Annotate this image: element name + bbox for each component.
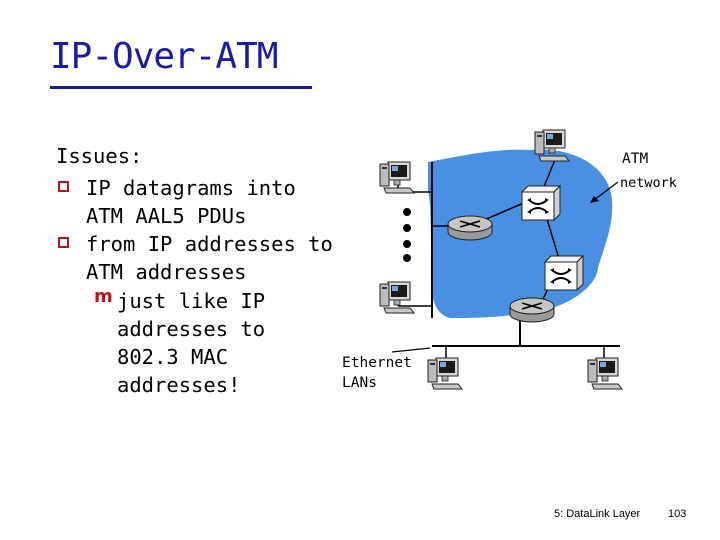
ellipsis-dot (403, 240, 411, 248)
sub-bullet-icon: m (94, 286, 113, 307)
sub-bullet-line2: addresses to (117, 317, 266, 341)
bullet1-line2: ATM AAL5 PDUs (86, 204, 247, 228)
ellipsis-dot (403, 224, 411, 232)
pc-icon (534, 129, 570, 162)
router-icon (447, 215, 493, 241)
pc-icon (379, 281, 415, 314)
bullet2-line2: ATM addresses (86, 260, 247, 284)
pc-icon (427, 357, 463, 390)
atm-label-line1: ATM (622, 151, 649, 167)
pc-icon (587, 357, 623, 390)
bullet-square-icon (58, 181, 69, 192)
atm-label-line2: network (620, 175, 677, 191)
footer-page-number: 103 (668, 508, 687, 520)
bullet2-line1: from IP addresses to (86, 232, 333, 256)
router-icon (509, 297, 555, 323)
bullet1-line1: IP datagrams into (86, 176, 296, 200)
slide-title: IP-Over-ATM (50, 36, 278, 77)
sub-bullet-line3: 802.3 MAC (117, 345, 229, 369)
sub-bullet-line1: just like IP (117, 289, 266, 313)
atm-switch-icon (544, 255, 584, 291)
ethernet-label-line2: LANs (342, 375, 377, 391)
atm-switch-icon (521, 185, 561, 221)
pc-icon (379, 161, 415, 194)
ellipsis-dot (403, 254, 411, 262)
ethernet-label-line1: Ethernet (342, 355, 412, 371)
ellipsis-dot (403, 208, 411, 216)
bullet-square-icon (58, 237, 69, 248)
title-underline (50, 86, 312, 89)
footer-chapter: 5: DataLink Layer (554, 508, 641, 520)
sub-bullet-line4: addresses! (117, 373, 241, 397)
issues-heading: Issues: (56, 144, 143, 168)
